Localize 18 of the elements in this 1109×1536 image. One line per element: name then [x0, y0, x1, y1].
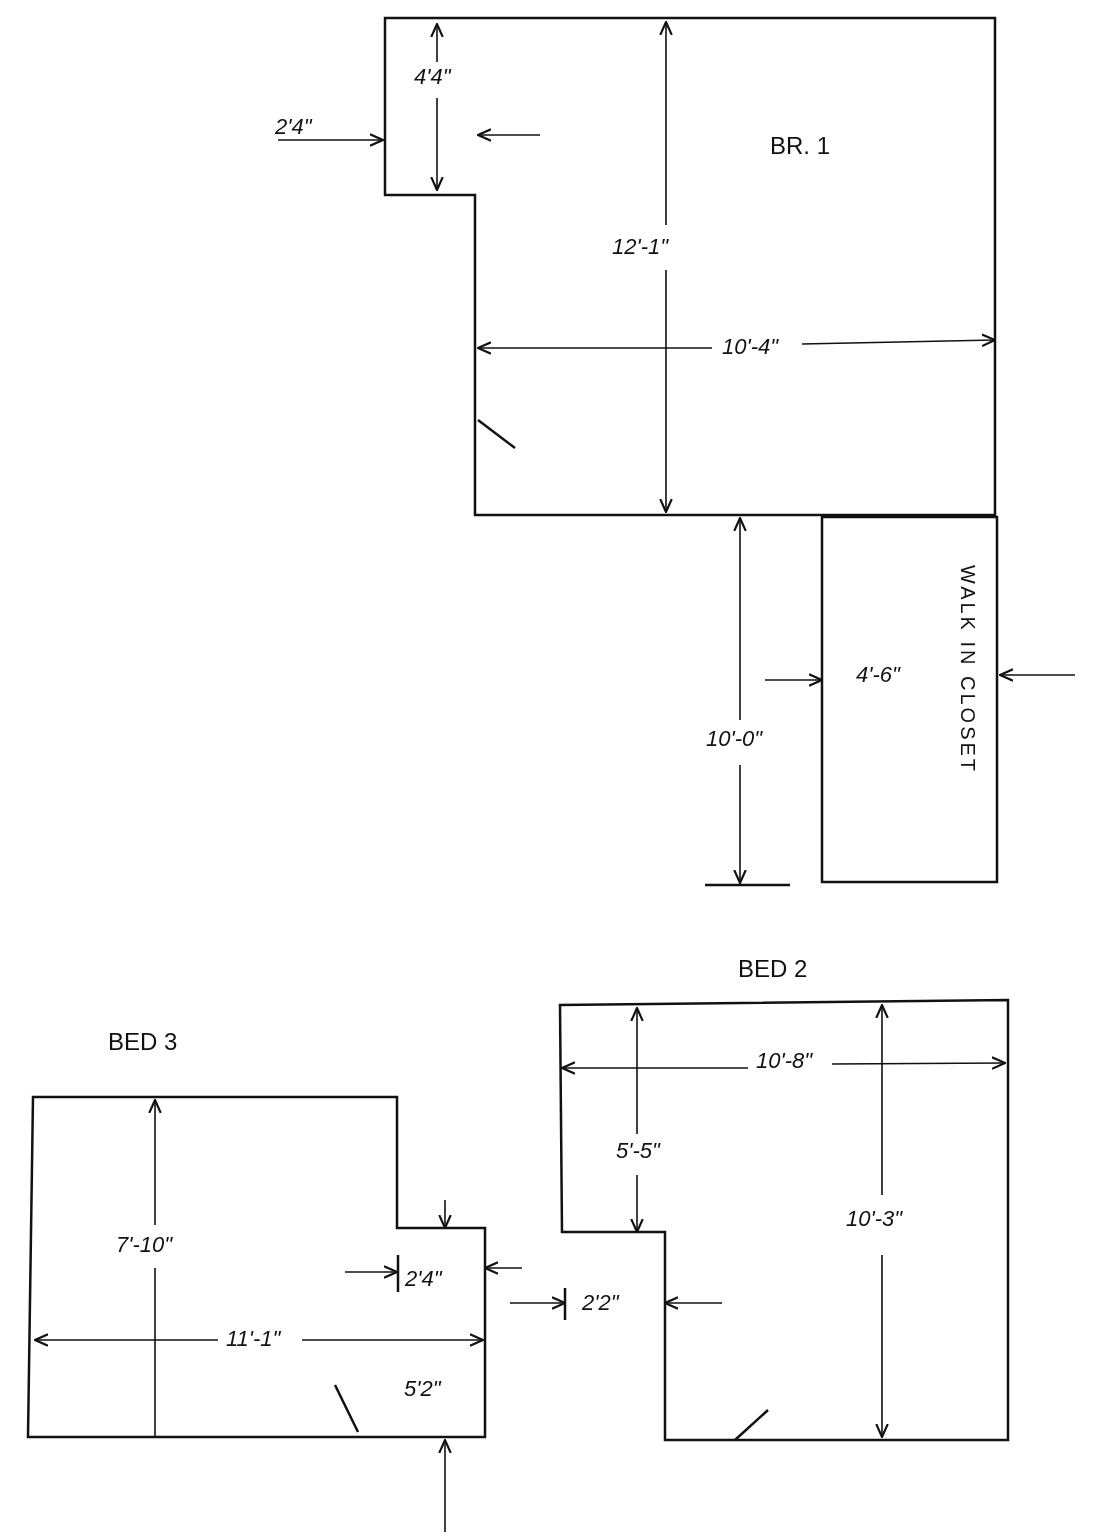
dimension-label: 10'-4"	[722, 336, 779, 358]
dimension-label: 11'-1"	[226, 1328, 281, 1350]
dimension-label: 5'-5"	[616, 1140, 660, 1162]
dimension-label: 10'-8"	[756, 1050, 813, 1072]
dimension-label: 10'-3"	[846, 1208, 903, 1230]
dimension-label: 10'-0"	[706, 728, 763, 750]
dimension-label: 4'4"	[414, 66, 451, 88]
dimension-label: 5'2"	[404, 1378, 441, 1400]
dimension-label: 7'-10"	[116, 1234, 173, 1256]
dimension-label: 2'4"	[405, 1268, 442, 1290]
room-label: BR. 1	[770, 134, 831, 158]
dimension-label: 2'2"	[582, 1292, 619, 1314]
dimension-label: 4'-6"	[856, 664, 900, 686]
room-label: WALK IN CLOSET	[958, 565, 978, 775]
dimension-label: 2'4"	[275, 116, 312, 138]
room-label: BED 3	[108, 1030, 178, 1054]
dimension-label: 12'-1"	[612, 236, 669, 258]
room-label: BED 2	[738, 957, 808, 981]
